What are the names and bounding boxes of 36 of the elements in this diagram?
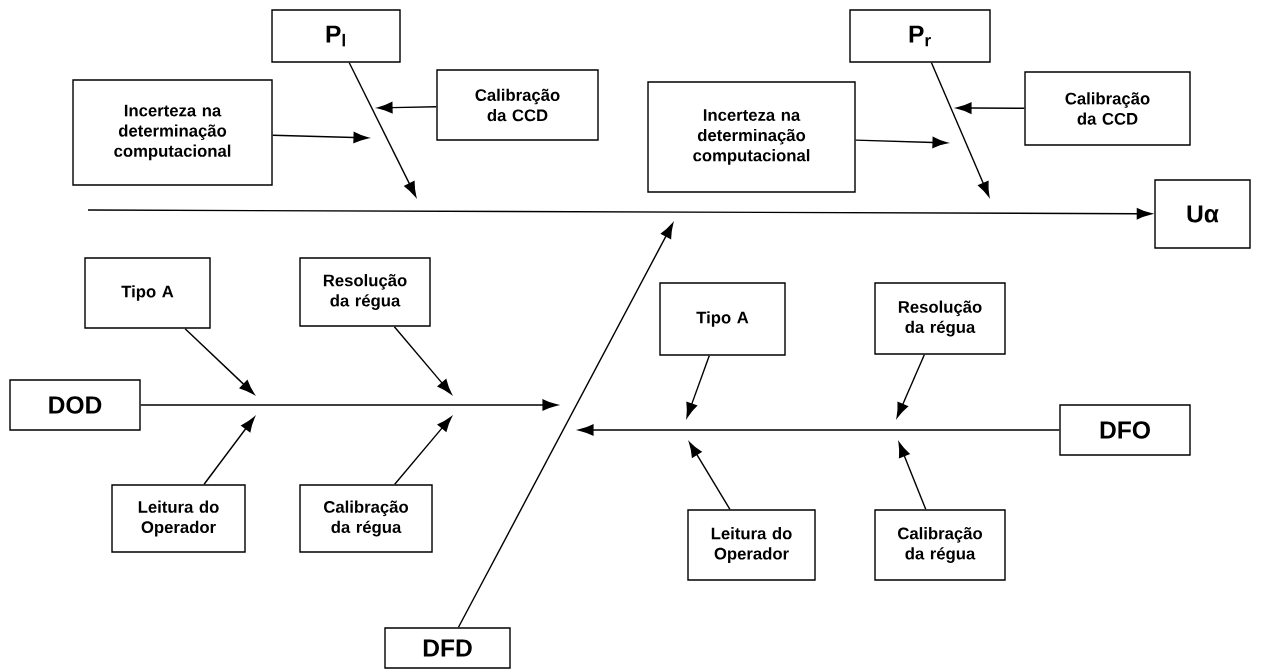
arrow [896,354,926,418]
arrow [203,416,255,485]
cause-box: Tipo A [84,257,211,329]
arrow [457,223,674,628]
cause-box: Calibração da CCD [1024,71,1191,146]
cause-box: P$_{l}$ [271,9,401,63]
cause-box: Incerteza na determinação computacional [647,81,856,193]
cause-box: P$_{r}$ [849,9,991,63]
arrow [930,62,990,197]
arrow [855,136,948,149]
cause-box: Resolução da régua [299,257,431,327]
cause-box: Resolução da régua [874,282,1006,355]
cause-box: Calibração da régua [299,484,433,553]
arrow [184,328,255,395]
arrow [686,355,710,418]
cause-box: Leitura do Operador [687,509,816,581]
arrow [956,102,1025,114]
arrow [393,326,452,395]
arrow [272,131,369,144]
cause-box: Incerteza na determinação computacional [72,79,273,186]
arrow [140,399,558,411]
cause-box: Calibração da régua [874,509,1006,581]
arrow [348,62,417,197]
cause-box: Uα [1154,179,1251,249]
arrow [578,424,1060,436]
arrow [394,416,452,485]
cause-box: DFO [1059,404,1191,456]
spine-arrow [87,208,1152,220]
cause-box: DFD [384,627,511,669]
cause-box: Tipo A [659,282,786,356]
arrow [377,101,437,114]
arrow [898,442,927,510]
cause-box: Calibração da CCD [436,69,599,141]
arrow [688,441,731,510]
cause-box: DOD [9,379,141,431]
cause-box: Leitura do Operador [111,484,246,553]
